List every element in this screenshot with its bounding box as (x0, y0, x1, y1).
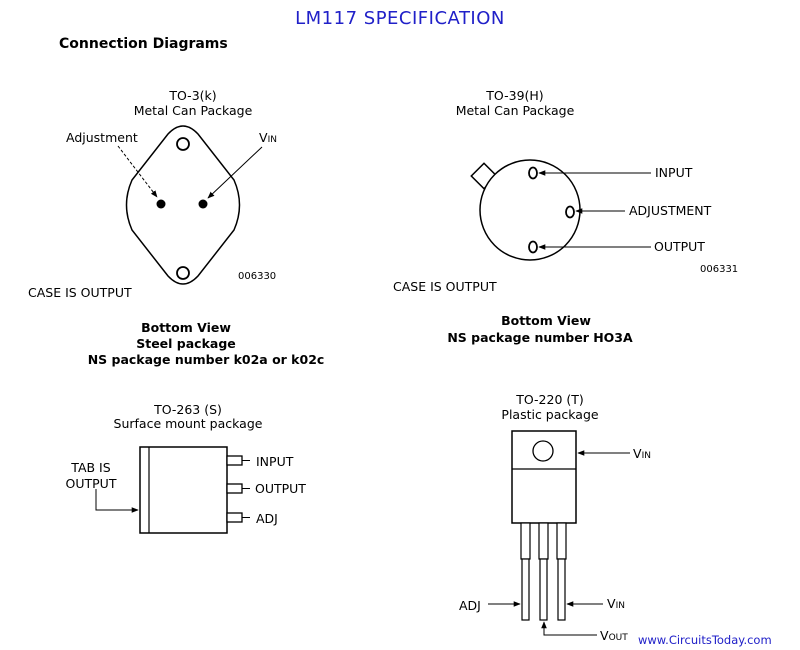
to220-vout-leader (541, 621, 597, 636)
to39-name: TO-39(H) (486, 88, 544, 103)
to3-vin-leader (207, 146, 263, 199)
to39-package: Metal Can Package (455, 103, 575, 118)
to3-view: Bottom View (141, 320, 231, 335)
to263-adj-lead (226, 512, 243, 523)
to220-vin2-label: VIN (607, 596, 625, 611)
to263-output-lead (226, 483, 243, 494)
to263-output-label: OUTPUT (255, 481, 306, 496)
to3-mounting-hole-bottom (176, 266, 190, 280)
to3-adjustment-leader (117, 145, 158, 198)
to263-package: Surface mount package (113, 416, 263, 431)
to39-input-pin (528, 166, 538, 180)
to263-tab-leader (95, 489, 139, 513)
to39-output-pin (528, 240, 538, 254)
to263-tab-label-line1: TAB IS (71, 460, 111, 475)
to220-vin-lead (557, 558, 566, 621)
to220-package: Plastic package (501, 407, 599, 422)
to3-case-label: CASE IS OUTPUT (28, 285, 132, 300)
to3-adjustment-label: Adjustment (66, 130, 138, 145)
to39-ns-number: NS package number HO3A (447, 330, 633, 345)
to263-input-label: INPUT (256, 454, 294, 469)
to3-adjustment-pin (156, 199, 166, 209)
to220-vin-label: VIN (633, 446, 651, 461)
to3-ns-number: NS package number k02a or k02c (87, 352, 325, 367)
to263-tab-label-line2: OUTPUT (65, 476, 117, 491)
to3-mounting-hole-top (176, 137, 190, 151)
to39-case-label: CASE IS OUTPUT (393, 279, 497, 294)
to39-view: Bottom View (501, 313, 591, 328)
to3-code: 006330 (238, 271, 277, 282)
to39-adjustment-pin (565, 205, 575, 219)
to220-mounting-hole (532, 440, 554, 462)
to263-name: TO-263 (S) (154, 402, 222, 417)
page-title: LM117 SPECIFICATION (295, 8, 505, 29)
to39-code: 006331 (700, 264, 739, 275)
to220-vout-label: VOUT (600, 628, 628, 643)
to220-vout-lead (539, 558, 548, 621)
footer-site-link[interactable]: www.CircuitsToday.com (638, 633, 772, 647)
to220-adj-lead (521, 558, 530, 621)
to263-input-lead (226, 455, 243, 466)
to3-material: Steel package (136, 336, 236, 351)
to220-name: TO-220 (T) (516, 392, 584, 407)
to3-package: Metal Can Package (133, 103, 253, 118)
to3-package-outline (125, 125, 241, 285)
to220-adj-label: ADJ (459, 598, 481, 613)
section-heading: Connection Diagrams (59, 36, 228, 52)
to39-input-label: INPUT (655, 165, 693, 180)
to39-output-label: OUTPUT (654, 239, 705, 254)
to3-name: TO-3(k) (169, 88, 217, 103)
to3-vin-pin (198, 199, 208, 209)
to3-vin-label: VIN (259, 130, 277, 145)
to263-adj-label: ADJ (256, 511, 278, 526)
to263-body (139, 446, 228, 534)
to39-adjustment-label: ADJUSTMENT (629, 203, 712, 218)
